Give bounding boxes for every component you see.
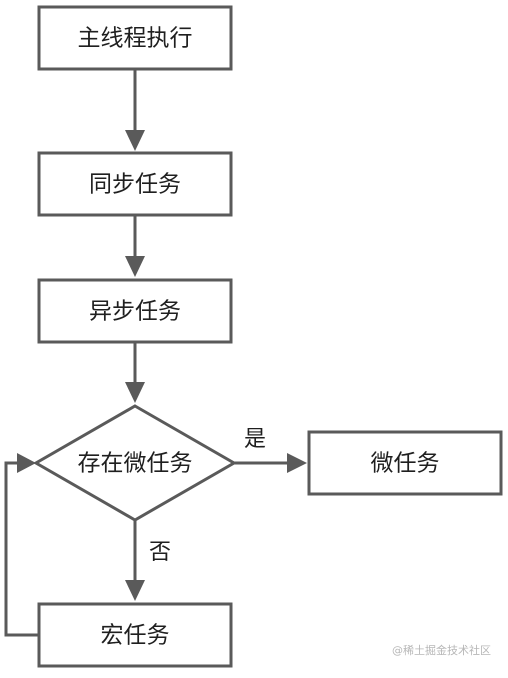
edge-no-label: 否 — [149, 540, 171, 565]
node-sync-task-label: 同步任务 — [89, 172, 181, 198]
node-micro-task-box — [307, 430, 503, 496]
edge-macro-loop-back — [4, 453, 39, 637]
node-main-thread-label: 主线程执行 — [78, 26, 193, 52]
node-async-task: 异步任务 — [37, 278, 233, 344]
node-async-task-box — [37, 278, 233, 344]
decision-diamond-label: 存在微任务 — [78, 451, 193, 477]
node-async-task-label: 异步任务 — [89, 299, 181, 325]
edge-sync-to-async — [125, 215, 145, 277]
edge-async-to-decision — [125, 342, 145, 403]
node-sync-task-box — [37, 151, 233, 217]
node-has-micro-decision: 存在微任务 — [32, 404, 238, 522]
node-macro-task: 宏任务 — [37, 602, 233, 668]
node-micro-task-label: 微任务 — [371, 451, 440, 477]
edge-main-to-sync-arrowhead — [125, 130, 145, 151]
edge-main-to-sync — [125, 69, 145, 151]
edge-sync-to-async-arrowhead — [125, 256, 145, 277]
edge-yes-label: 是 — [244, 427, 266, 452]
watermark-text: @稀土掘金技术社区 — [392, 643, 491, 657]
edge-no-to-macro: 否 — [125, 520, 171, 601]
edge-loop-back-arrowhead — [17, 453, 36, 473]
node-micro-task: 微任务 — [307, 430, 503, 496]
edge-no-arrowhead — [125, 580, 145, 601]
edge-yes-to-micro: 是 — [234, 427, 307, 473]
edge-async-to-decision-arrowhead — [125, 382, 145, 403]
node-macro-task-box — [37, 602, 233, 668]
edge-yes-arrowhead — [287, 453, 307, 473]
node-main-thread: 主线程执行 — [37, 5, 233, 71]
node-main-thread-box — [37, 5, 233, 71]
node-macro-task-label: 宏任务 — [101, 623, 170, 649]
node-sync-task: 同步任务 — [37, 151, 233, 217]
edge-loop-back-line — [4, 461, 39, 637]
